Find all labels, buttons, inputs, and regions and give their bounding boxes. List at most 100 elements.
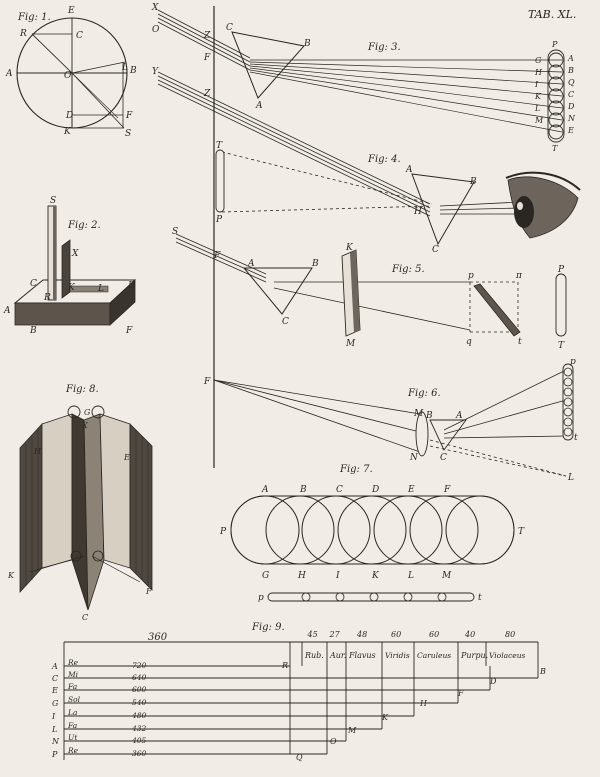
fig3-ray-k — [249, 65, 563, 97]
fig4-image-pt — [215, 149, 225, 213]
fig6-spot-1 — [563, 367, 573, 377]
fig3-label-Q: Q — [568, 78, 575, 87]
fig3-spot-5 — [548, 100, 564, 116]
fig4-label-H: H — [413, 207, 422, 217]
fig7-label-I: I — [335, 571, 340, 581]
fig5-label-T: T — [558, 341, 565, 351]
fig8-leaf-5 — [99, 413, 131, 569]
fig6-exit-1 — [443, 369, 567, 431]
fig1-label-R: R — [19, 29, 27, 39]
fig9-row-value: 720 — [132, 661, 147, 670]
fig3-label-M: M — [534, 116, 544, 125]
fig7-caption: Fig: 7. — [339, 464, 373, 475]
fig7-circle-3 — [301, 495, 371, 565]
fig9-row-letter: N — [51, 737, 60, 746]
fig5-ray-bottom — [273, 287, 471, 331]
fig1-line-os — [71, 72, 125, 129]
fig6-spot-2 — [563, 377, 573, 387]
fig5-oblique-plate — [473, 283, 521, 337]
fig2-label-L: L — [97, 284, 104, 294]
fig7-label-E: E — [407, 485, 415, 495]
fig1-label-D: D — [65, 111, 73, 121]
fig9-row-letter: E — [51, 686, 58, 695]
fig3-beam-3 — [157, 17, 251, 67]
fig2-board-l — [69, 285, 109, 293]
fig5-beam-1 — [175, 233, 267, 275]
fig7-bar-hole-5 — [437, 592, 447, 602]
fig6-spot-7 — [563, 427, 573, 437]
fig4-label-A: A — [405, 165, 413, 175]
fig8-caption: Fig: 8. — [65, 384, 99, 395]
fig6-spot-4 — [563, 397, 573, 407]
fig1-line-ob — [71, 61, 126, 74]
fig3-spot-2 — [548, 64, 564, 80]
fig2-label-K: K — [67, 283, 76, 293]
fig3-beam-1 — [157, 9, 251, 59]
fig6-spectrum-outline — [562, 363, 574, 441]
fig6-label-L: L — [567, 473, 574, 483]
fig9-row-note: Sol — [68, 695, 81, 704]
fig6-exit-2 — [443, 399, 567, 435]
fig4-dotted-top — [221, 151, 433, 205]
fig3-label-T: T — [552, 144, 558, 153]
fig3-spot-4 — [548, 88, 564, 104]
fig9-colour-name: Flavus — [348, 651, 376, 660]
fig2-label-R: R — [43, 293, 51, 303]
fig2-caption: Fig: 2. — [67, 220, 101, 231]
fig7-label-H: H — [297, 571, 306, 581]
fig6-spot-6 — [563, 417, 573, 427]
fig3-ray-i — [249, 63, 563, 85]
fig9-row-note: Re — [67, 746, 79, 755]
fig7-label-G: G — [262, 571, 269, 581]
fig3-spot-7 — [548, 124, 564, 140]
fig6-exit-3 — [443, 435, 567, 439]
fig9-colour-name: Aur. — [329, 651, 346, 660]
fig5-prism-abc — [242, 267, 313, 315]
fig5-label-t: t — [518, 337, 522, 347]
fig1-label-L: L — [121, 63, 128, 73]
fig9-colour-name: Viridis — [385, 651, 410, 660]
fig-2: Fig: 2. S X C R K L D A B F — [3, 196, 137, 336]
fig9-header-number: 48 — [356, 630, 367, 639]
fig-7: Fig: 7. A B C D E F G H I K L M P T p t — [219, 464, 525, 603]
fig9-row-letter: L — [51, 725, 57, 734]
fig9-row-value: 640 — [132, 673, 147, 682]
fig9-colour-name: Caruleus — [417, 651, 451, 660]
fig9-row-note: Mi — [67, 670, 79, 679]
fig5-label-K: K — [345, 243, 354, 253]
fig9-caption: Fig: 9. — [251, 622, 285, 633]
fig7-circle-2 — [265, 495, 335, 565]
fig1-label-F: F — [125, 111, 133, 121]
fig7-bar — [267, 592, 475, 602]
fig3-label-P: P — [551, 40, 558, 49]
fig1-label-O: O — [64, 71, 72, 81]
fig3-label-D: D — [567, 102, 575, 111]
fig7-label-C: C — [336, 485, 343, 495]
fig8-hinge-left — [67, 405, 81, 419]
fig8-label-F: F — [145, 587, 152, 596]
fig9-row-note: Fa — [67, 682, 77, 691]
fig9-row-value: 480 — [131, 711, 147, 720]
fig7-label-L: L — [407, 571, 414, 581]
fig9-row-note: Fa — [67, 721, 77, 730]
fig6-lens — [415, 411, 429, 457]
fig9-step-label: R — [281, 661, 288, 670]
fig1-label-B: B — [129, 66, 137, 76]
fig7-bar-hole-1 — [301, 592, 311, 602]
fig3-label-C: C — [226, 23, 233, 33]
fig9-total: 360 — [148, 632, 168, 643]
fig6-label-F: F — [203, 377, 211, 387]
fig7-circle-6 — [409, 495, 479, 565]
fig8-leaf-2 — [41, 413, 73, 569]
fig9-row-letter: C — [52, 674, 58, 683]
fig6-label-p: p — [570, 357, 576, 367]
fig3-label-N: N — [567, 114, 576, 123]
fig3-spectrum-outline — [547, 49, 565, 143]
fig3-label-A: A — [255, 101, 263, 111]
fig1-label-S: S — [125, 129, 131, 139]
fig3-label-C2: C — [568, 90, 574, 99]
fig6-dotted-2 — [429, 445, 567, 477]
fig3-label-G: G — [535, 56, 542, 65]
fig7-label-T: T — [518, 527, 525, 537]
